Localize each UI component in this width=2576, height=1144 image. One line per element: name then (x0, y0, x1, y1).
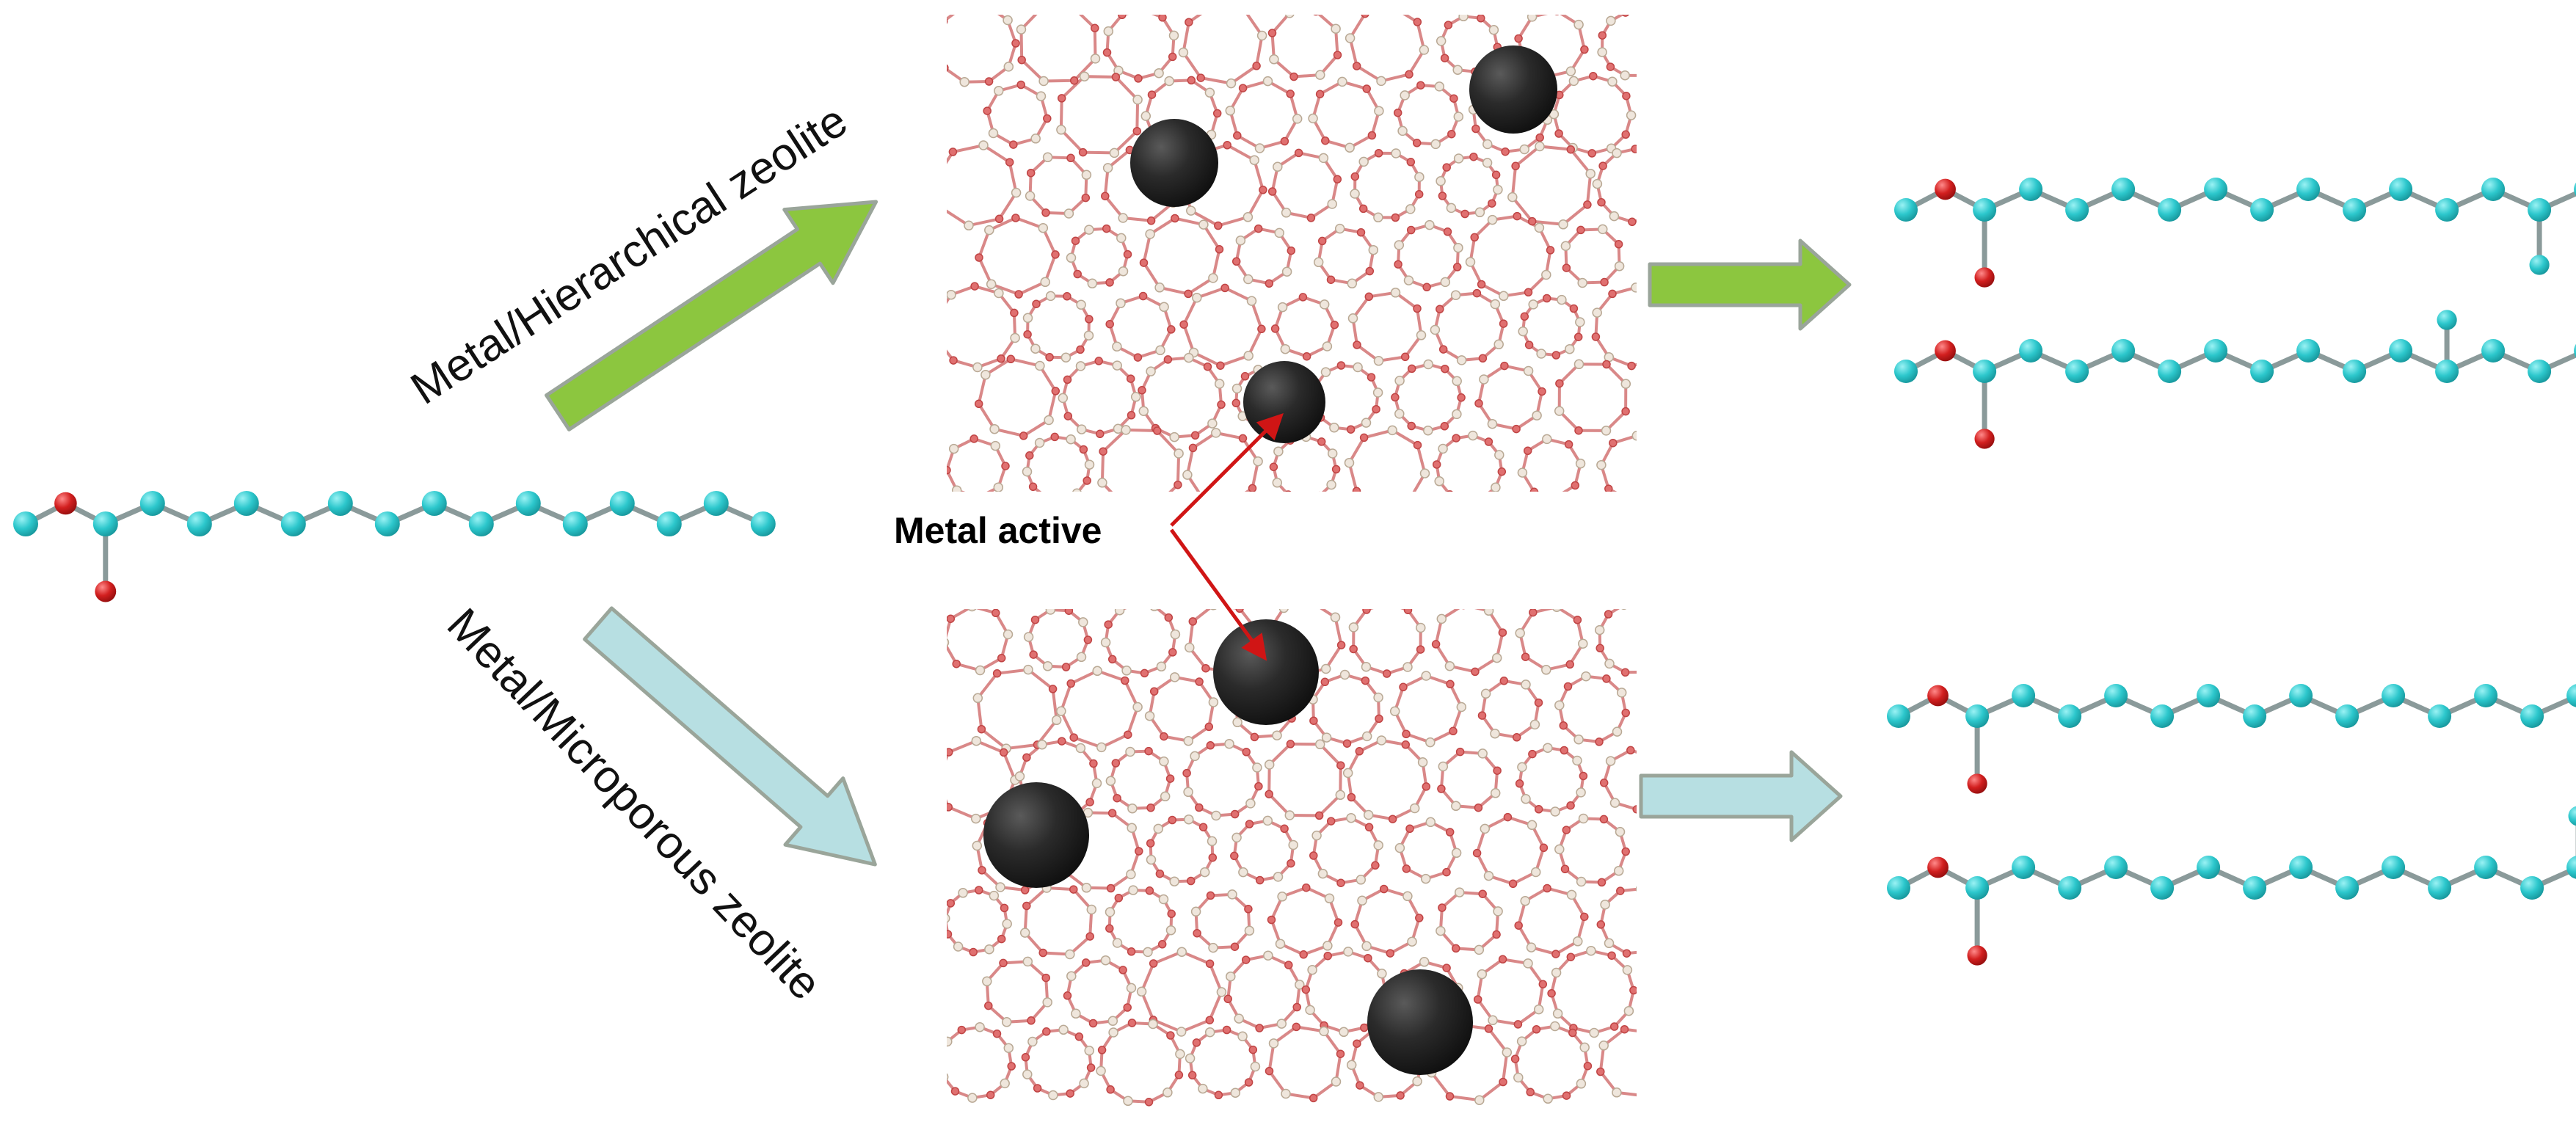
microporous-zeolite-framework (947, 609, 1637, 1107)
product-arrow-top (1648, 238, 1852, 331)
product-molecule-1 (1894, 178, 2576, 288)
metal-particle (983, 782, 1089, 888)
metal-active-label: Metal active (894, 510, 1102, 551)
hierarchical-route-arrow (545, 200, 878, 431)
product-arrow-bottom (1639, 750, 1843, 842)
metal-particle (1367, 969, 1473, 1075)
metal-particle (1130, 119, 1218, 207)
microporous-route-arrow (583, 606, 877, 867)
molecules (13, 178, 2576, 966)
reactant-molecule (13, 491, 776, 602)
metal-active-pointer (1169, 413, 1284, 661)
metal-particle (1469, 45, 1557, 134)
product-molecule-2 (1894, 310, 2576, 449)
metal-particle (1243, 361, 1325, 443)
metal-particle (1213, 619, 1319, 725)
product-molecule-4 (1887, 806, 2576, 966)
product-molecule-3 (1887, 684, 2576, 794)
hierarchical-zeolite-framework (947, 15, 1637, 492)
